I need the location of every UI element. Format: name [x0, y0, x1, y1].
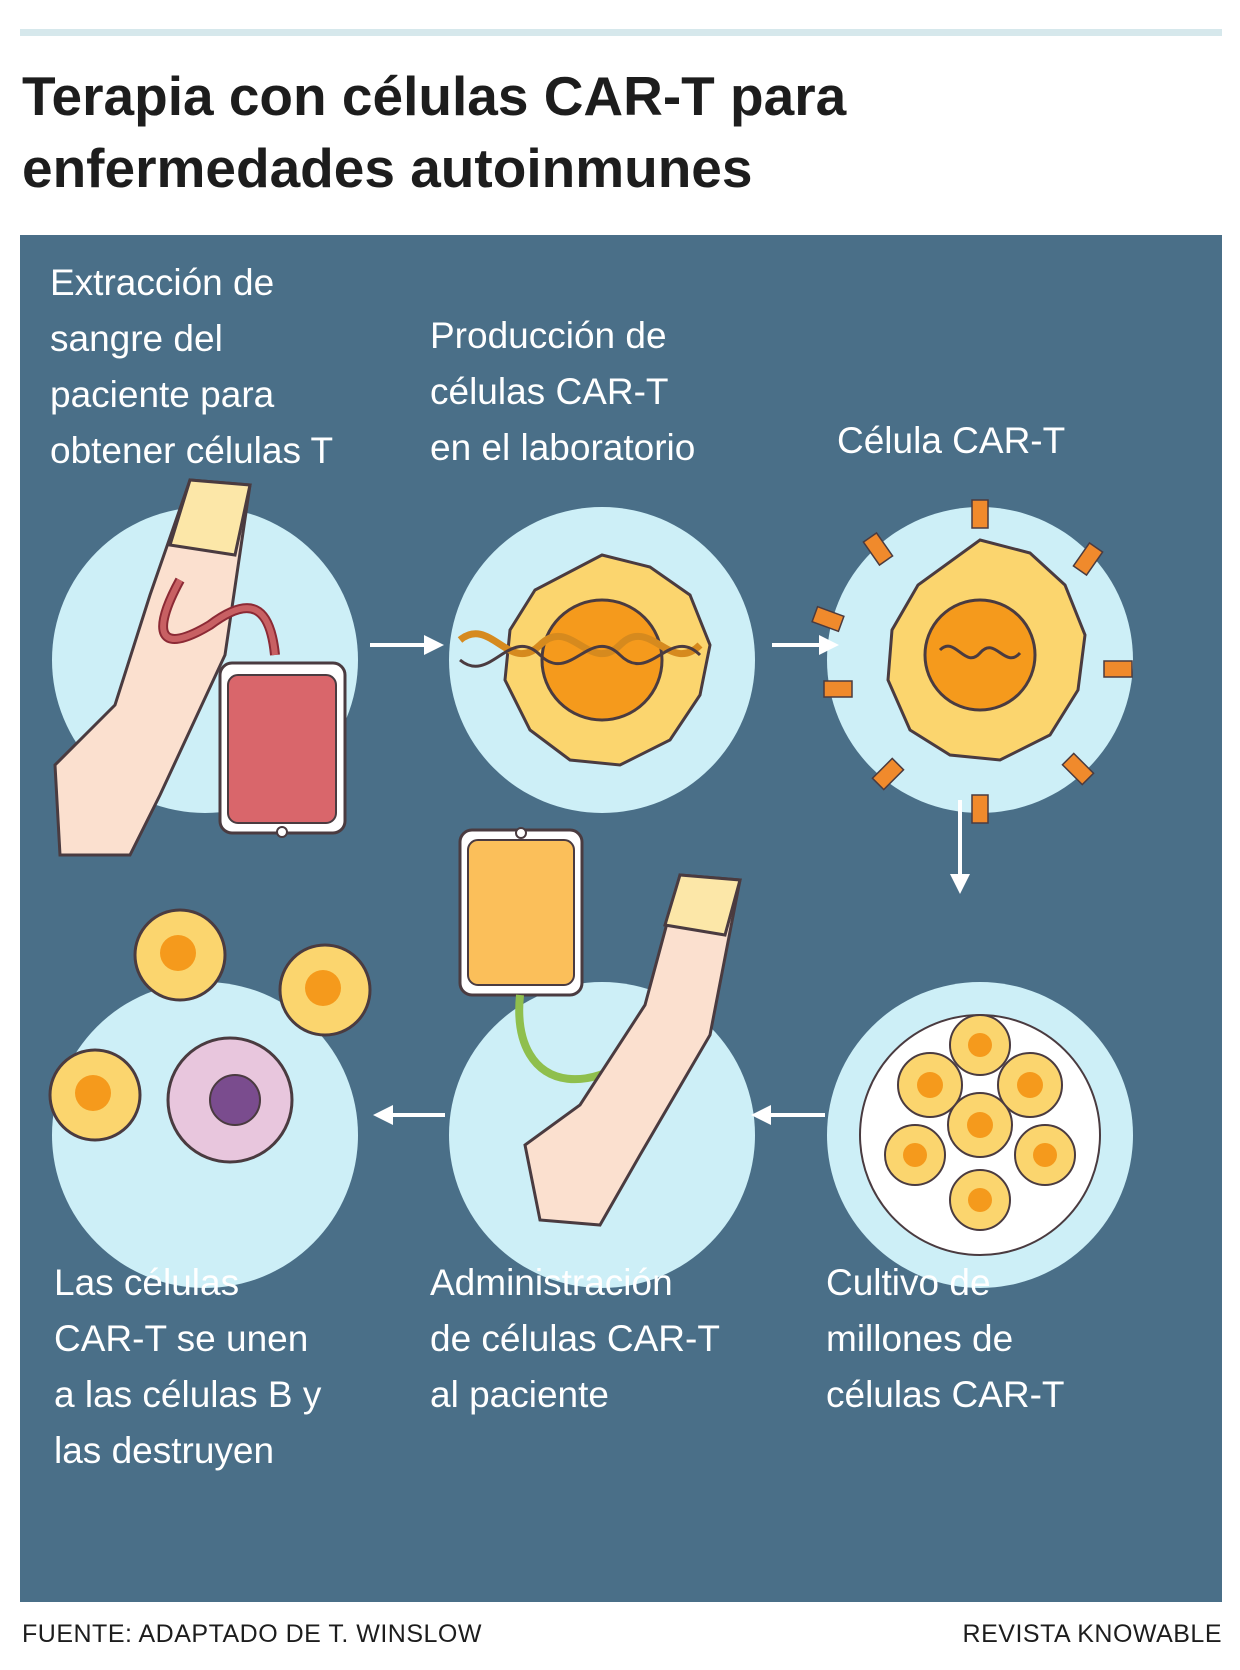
step3-label: Célula CAR-T	[837, 420, 1066, 461]
car-t-cell-icon	[811, 499, 1133, 824]
step4-label: Cultivo de millones de células CAR-T	[826, 1262, 1065, 1415]
publisher-credit: REVISTA KNOWABLE	[962, 1620, 1222, 1648]
step2-label: Producción de células CAR-T en el labora…	[430, 315, 696, 468]
step1-label: Extracción de sangre del paciente para o…	[50, 262, 334, 471]
culture-dish-icon	[859, 1014, 1101, 1256]
step5-label: Administración de células CAR-T al pacie…	[430, 1262, 720, 1415]
page-title: Terapia con células CAR-T para enfermeda…	[22, 65, 847, 199]
arm-infusion-illustration	[523, 873, 742, 1227]
step6-label: Las células CAR-T se unen a las células …	[54, 1262, 322, 1471]
arm-illustration	[53, 478, 252, 857]
blood-bag-icon	[218, 661, 347, 838]
b-cell-icon	[166, 1036, 294, 1164]
top-rule	[20, 29, 1222, 36]
car-t-bag-icon	[458, 827, 584, 997]
diagram-svg	[48, 478, 1133, 1288]
cell-with-dna-icon	[457, 553, 712, 767]
source-credit: FUENTE: ADAPTADO DE T. WINSLOW	[22, 1620, 482, 1648]
diagram-panel: Extracción de sangre del paciente para o…	[20, 235, 1222, 1602]
blood-tube	[158, 577, 280, 656]
